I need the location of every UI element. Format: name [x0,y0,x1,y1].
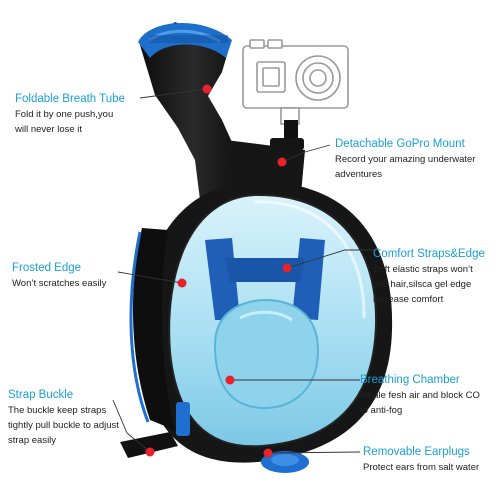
feature-gopro-mount: Detachable GoPro Mount Record your amazi… [335,137,475,181]
feature-breath-tube: Foldable Breath Tube Fold it by one push… [15,92,125,136]
gopro-camera-icon [242,39,349,125]
feature-breathing-chamber: Breathing Chamber Inhale fesh air and bl… [360,373,480,417]
feature-desc-line: adventures [335,169,383,180]
feature-desc-line: Fold it by one push,you [15,109,114,120]
leader-lines [112,88,375,454]
feature-title: Comfort Straps&Edge [373,248,485,260]
feature-desc-line: pull hair,silsca gel edge [373,279,472,290]
marker-dots [145,84,292,458]
feature-desc-line: increase comfort [373,294,444,305]
feature-desc-line: Protect ears from salt water [363,462,480,473]
feature-desc-line: strap easily [8,435,57,446]
feature-desc-line: Won’t scratches easily [12,278,107,289]
mask-lens [168,193,378,448]
feature-title: Breathing Chamber [360,374,460,386]
feature-title: Frosted Edge [12,262,82,274]
feature-desc-line: to anti-fog [360,405,403,416]
feature-desc-line: Inhale fesh air and block CO [360,390,480,401]
feature-title: Detachable GoPro Mount [335,138,465,150]
feature-desc-line: will never lose it [15,124,83,135]
earplug-icon [261,451,309,473]
feature-frosted-edge: Frosted Edge Won’t scratches easily [12,261,106,290]
feature-desc-line: The buckle keep straps [8,405,107,416]
feature-title: Foldable Breath Tube [15,93,125,105]
feature-title: Strap Buckle [8,389,74,401]
feature-desc-line: Record your amazing underwater [335,154,476,165]
feature-desc-line: tightly pull buckle to adjust [8,420,119,431]
feature-title: Removable Earplugs [363,446,470,458]
feature-earplugs: Removable Earplugs Protect ears from sal… [363,445,479,474]
strap-buckle-icon [120,402,190,458]
feature-desc-line: Soft elastic straps won’t [373,264,473,275]
feature-strap-buckle: Strap Buckle The buckle keep straps tigh… [8,388,119,447]
feature-comfort-straps: Comfort Straps&Edge Soft elastic straps … [373,247,485,306]
